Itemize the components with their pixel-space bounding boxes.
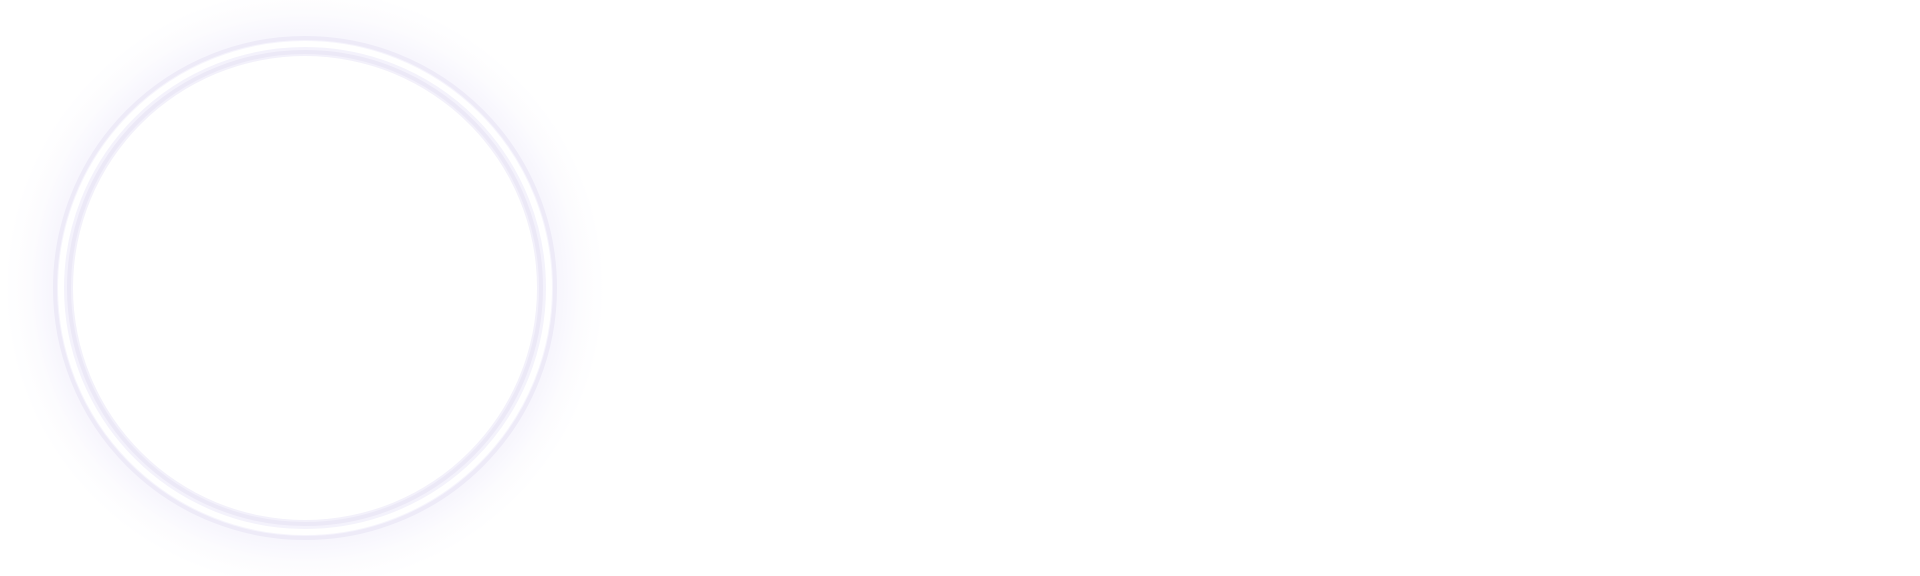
circle-ring-icon	[53, 36, 557, 540]
